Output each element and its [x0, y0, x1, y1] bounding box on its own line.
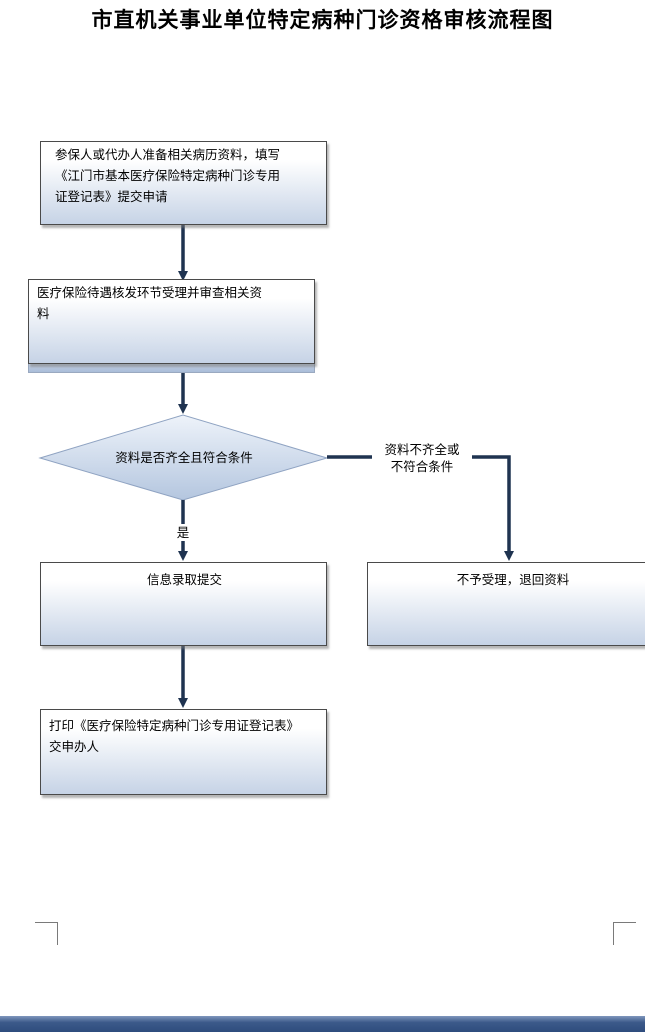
step-reject-text: 不予受理，退回资料 [456, 572, 570, 587]
arrowhead-decision-to-entry [178, 551, 188, 561]
no-label-line-2: 不符合条件 [390, 459, 454, 474]
arrowhead-submit-to-review [178, 271, 188, 281]
page-corner-mark-left [35, 922, 58, 945]
no-label: 资料不齐全或 不符合条件 [372, 441, 472, 475]
no-label-line-1: 资料不齐全或 [384, 442, 460, 457]
page-title: 市直机关事业单位特定病种门诊资格审核流程图 [91, 7, 554, 32]
step-submit-line-3: 证登记表》提交申请 [55, 189, 168, 204]
step-print-line-1: 打印《医疗保险特定病种门诊专用证登记表》 [49, 718, 300, 733]
step-info-entry: 信息录取提交 [40, 562, 327, 646]
arrowhead-review-to-decision [178, 404, 188, 414]
step-review-line-2: 料 [37, 306, 50, 321]
step-submit-line-1: 参保人或代办人准备相关病历资料，填写 [55, 147, 281, 162]
page-corner-mark-right [613, 922, 636, 945]
step-print-form: 打印《医疗保险特定病种门诊专用证登记表》 交申办人 [40, 709, 327, 795]
step-review-line-1: 医疗保险待遇核发环节受理并审查相关资 [37, 285, 263, 300]
footer-bar [0, 1016, 645, 1032]
step-entry-text: 信息录取提交 [146, 572, 222, 587]
step-submit-line-2: 《江门市基本医疗保险特定病种门诊专用 [55, 168, 281, 183]
arrowhead-decision-to-reject [504, 551, 514, 561]
yes-label: 是 [174, 524, 192, 541]
decision-text: 资料是否齐全且符合条件 [115, 450, 253, 465]
step-review-underlay [28, 363, 315, 373]
arrowhead-entry-to-print [178, 698, 188, 708]
step-print-line-2: 交申办人 [49, 739, 100, 754]
step-reject: 不予受理，退回资料 [367, 562, 645, 646]
step-review-materials: 医疗保险待遇核发环节受理并审查相关资 料 [28, 279, 315, 364]
step-submit-application: 参保人或代办人准备相关病历资料，填写 《江门市基本医疗保险特定病种门诊专用 证登… [40, 141, 327, 225]
